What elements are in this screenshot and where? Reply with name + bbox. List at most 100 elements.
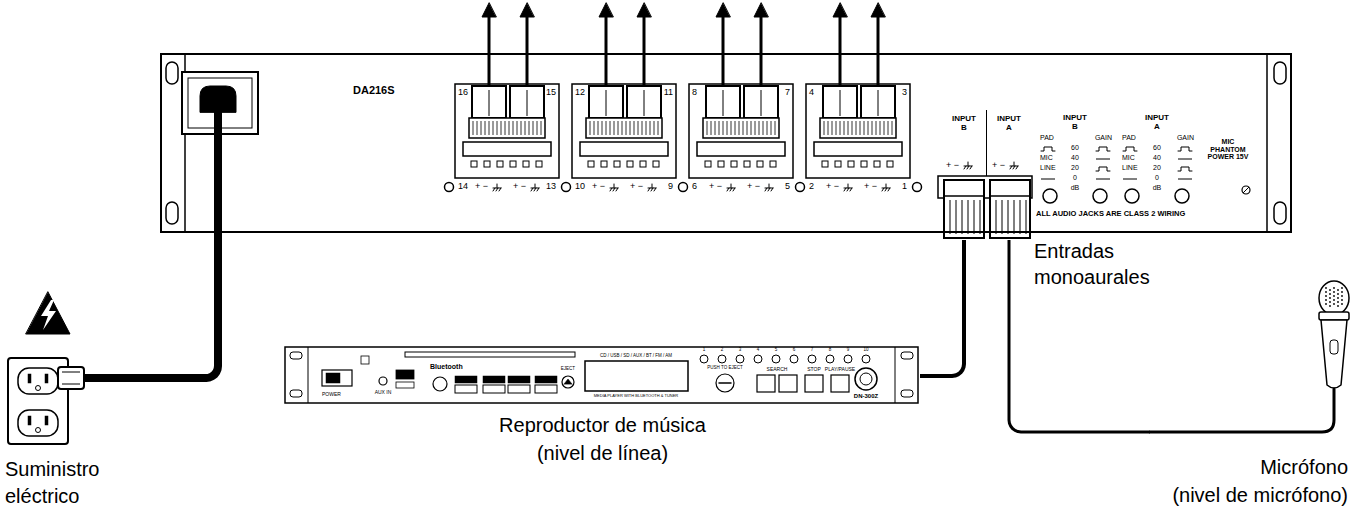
grille-dot	[1333, 291, 1335, 293]
unit-label: dB	[1153, 184, 1162, 192]
preset-button	[772, 355, 780, 363]
terminal-number: 7	[785, 88, 790, 98]
terminal-ridge	[872, 121, 873, 135]
switch-symbol	[1096, 179, 1110, 180]
ground-symbol	[610, 184, 618, 191]
terminal-hole	[887, 161, 893, 167]
terminal-ridge	[767, 121, 768, 135]
mounting-hole	[679, 183, 688, 192]
terminal-number: 12	[575, 88, 585, 98]
rack-ear-line	[308, 347, 309, 403]
preset-number: 5	[775, 348, 778, 353]
terminal-ridge	[630, 121, 631, 135]
terminal-block-frame	[572, 84, 676, 178]
terminal-ridge	[856, 121, 857, 135]
terminal-ridge	[606, 121, 607, 135]
terminal-ridge	[529, 121, 530, 135]
terminal-ridge	[594, 121, 595, 135]
button-caption	[455, 376, 477, 383]
terminal-ridge	[501, 121, 502, 135]
transport-button	[805, 375, 823, 392]
cable	[920, 240, 964, 376]
ground-symbol	[964, 162, 972, 169]
grille-dot	[1337, 297, 1339, 299]
callout-label: Entradas monoaurales	[1034, 238, 1164, 290]
ground-symbol	[765, 184, 773, 191]
grille-dot	[1341, 299, 1343, 301]
terminal-ridge	[876, 121, 877, 135]
player-knob	[433, 377, 447, 391]
plug-grip	[62, 384, 80, 385]
terminal-ridge	[751, 121, 752, 135]
plug-divider	[840, 90, 841, 116]
player-label: EJECT	[561, 367, 575, 372]
plug-ridge	[1014, 200, 1015, 234]
player-label: PUSH TO EJECT	[707, 366, 742, 371]
terminal-ridge	[602, 121, 603, 135]
output-arrow-line	[605, 14, 608, 86]
terminal-body	[586, 118, 662, 138]
terminal-plug	[627, 86, 661, 118]
plug-divider	[990, 195, 1030, 197]
preset-number: 1	[703, 348, 706, 353]
terminal-plug	[823, 86, 857, 118]
terminal-ridge	[638, 121, 639, 135]
power-plug-body	[58, 367, 84, 389]
grille-dot	[1341, 291, 1343, 293]
node-label: INPUT A	[994, 114, 1024, 132]
output-arrowhead	[833, 3, 847, 17]
gain-value: 0	[1073, 174, 1077, 182]
terminal-hole	[835, 161, 841, 167]
terminal-ridge	[731, 121, 732, 135]
power-cord	[84, 374, 127, 382]
plug-divider	[527, 90, 528, 116]
output-arrow-line	[722, 14, 725, 86]
button-caption	[535, 376, 557, 383]
input-connector: INPUT A+ −	[988, 112, 1030, 240]
node-label: (nivel de línea)	[285, 442, 920, 465]
switch-symbol	[1178, 167, 1192, 171]
terminal-plug	[861, 86, 895, 118]
grille-dot	[1337, 301, 1339, 303]
switch-symbol	[1123, 147, 1137, 151]
mounting-hole	[796, 183, 805, 192]
input-heading: INPUT B	[1060, 114, 1090, 132]
player-label: POWER	[322, 392, 341, 398]
ground-symbol	[882, 184, 890, 191]
output-arrow-line	[526, 14, 529, 86]
terminal-ridge	[642, 121, 643, 135]
terminal-ridge	[747, 121, 748, 135]
preset-number: 2	[721, 348, 724, 353]
terminal-ridge	[622, 121, 623, 135]
node-label: Suministro eléctrico	[5, 456, 127, 510]
pin-polarity: + −	[592, 182, 605, 192]
terminal-body	[703, 118, 779, 138]
plug-divider	[944, 195, 984, 197]
terminal-ridge	[844, 121, 845, 135]
grille-dot	[1325, 303, 1327, 305]
terminal-ridge	[485, 121, 486, 135]
aux-jack	[379, 377, 387, 385]
rack-slot	[166, 202, 178, 224]
outlet-ground	[36, 386, 41, 391]
terminal-block-frame	[806, 84, 910, 178]
terminal-ridge	[755, 121, 756, 135]
terminal-hole	[822, 161, 828, 167]
terminal-ridge	[824, 121, 825, 135]
mounting-hole	[562, 183, 571, 192]
grille-dot	[1333, 287, 1335, 289]
terminal-ridge	[832, 121, 833, 135]
input-divider	[986, 110, 987, 176]
grille-dot	[1329, 289, 1331, 291]
control-label: PAD	[1040, 134, 1054, 142]
grille-dot	[1329, 297, 1331, 299]
terminal-number: 2	[809, 182, 814, 192]
terminal-ridge	[489, 121, 490, 135]
grille-dot	[1329, 301, 1331, 303]
output-arrow-line	[643, 14, 646, 86]
grille-dot	[1329, 305, 1331, 307]
terminal-ridge	[654, 121, 655, 135]
terminal-ridge	[537, 121, 538, 135]
grille-dot	[1341, 303, 1343, 305]
plug-ridge	[1002, 200, 1003, 234]
